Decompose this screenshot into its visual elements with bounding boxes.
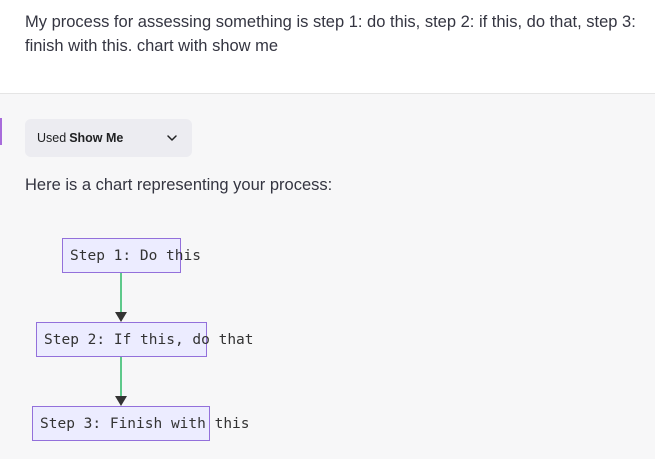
user-message: My process for assessing something is st… <box>0 0 655 94</box>
plugin-name: Show Me <box>69 131 124 145</box>
user-message-text: My process for assessing something is st… <box>25 13 636 55</box>
flowchart-node-step2: Step 2: If this, do that <box>36 322 254 357</box>
plugin-used-label: Used <box>37 131 67 145</box>
plugin-used-toggle[interactable]: Used Show Me <box>25 119 192 157</box>
flowchart-node-step1: Step 1: Do this <box>62 238 201 273</box>
assistant-intro-text: Here is a chart representing your proces… <box>25 176 333 194</box>
chevron-down-icon <box>167 135 177 141</box>
flowchart-node-step3: Step 3: Finish with this <box>32 406 250 441</box>
message-accent-bar <box>0 118 2 145</box>
